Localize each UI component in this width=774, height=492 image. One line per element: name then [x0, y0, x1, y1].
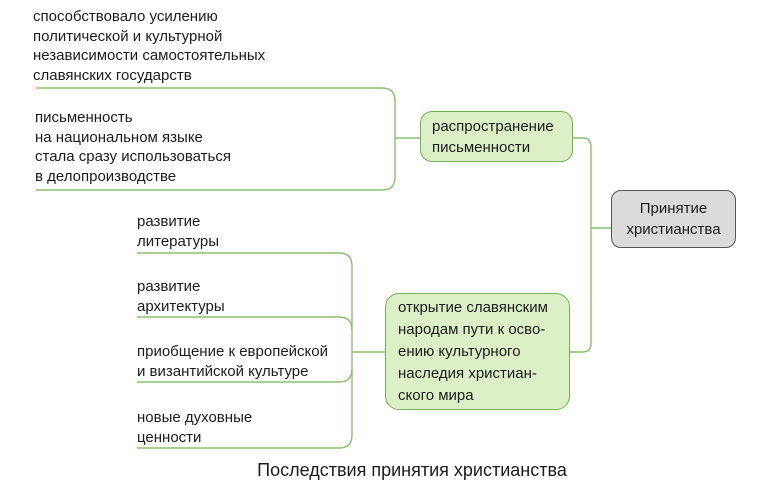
node-cultural-heritage: открытие славянским народам пути к осво-…: [385, 293, 570, 410]
label-national-writing: письменность на национальном языке стала…: [35, 109, 231, 185]
node-adoption-of-christianity: Принятие христианства: [611, 190, 736, 248]
label-literature-development: развитие литературы: [137, 213, 220, 250]
diagram-caption: Последствия принятия христианства: [257, 460, 567, 480]
label-architecture-development: развитие архитектуры: [137, 278, 225, 315]
label-political-independence: способствовало усилению политической и к…: [33, 8, 266, 84]
node-spread-of-writing: распространение письменности: [420, 111, 573, 162]
label-european-byzantine-culture: приобщение к европейской и византийской …: [137, 343, 328, 380]
bracket-top-cluster: [36, 87, 396, 191]
label-new-spiritual-values: новые духовные ценности: [137, 409, 253, 446]
bracket-bottom-cluster: [137, 252, 353, 449]
connector-spread-writing-to-root: [570, 137, 592, 353]
branch-architecture-line: [137, 316, 353, 331]
branch-culture-line: [137, 368, 353, 383]
